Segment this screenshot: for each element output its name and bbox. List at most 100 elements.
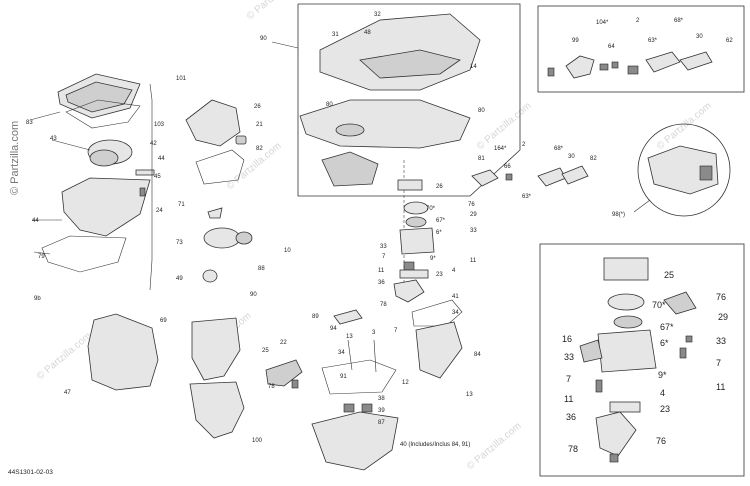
watermark: © Partzilla.com: [35, 331, 94, 383]
d-part-16: [579, 339, 603, 363]
d-part-6: [597, 329, 657, 373]
callout-33: 33: [380, 244, 387, 250]
d-part-29: [663, 291, 697, 315]
clamp: [235, 135, 247, 145]
callout-87: 87: [378, 420, 385, 426]
callout-48: 48: [364, 30, 371, 36]
housing-73: [203, 227, 241, 249]
callout-44b: 44: [32, 218, 39, 224]
callout-4: 4: [452, 268, 456, 274]
callout-39: 39: [378, 408, 385, 414]
callout-9: 9*: [430, 256, 436, 262]
callout-99: 99: [572, 38, 579, 44]
d-callout-67: 67*: [660, 322, 674, 332]
deck-pan: [299, 99, 471, 149]
callout-24: 24: [156, 208, 163, 214]
duct-gasket: [195, 149, 245, 185]
callout-68: 68*: [674, 18, 684, 24]
d-part-78: [609, 453, 619, 463]
callout-91: 91: [340, 374, 347, 380]
part-78: [291, 379, 299, 389]
part-68: [645, 51, 681, 73]
d-callout-4: 4: [660, 388, 665, 398]
callout-79: 79: [38, 254, 45, 260]
callout-62: 62: [726, 38, 733, 44]
callout-49: 49: [176, 276, 183, 282]
deck-gasket-80: [321, 151, 379, 187]
callout-13: 13: [466, 392, 473, 398]
callout-69: 69: [160, 318, 167, 324]
callout-25: 25: [262, 348, 269, 354]
callout-26: 26: [254, 104, 261, 110]
cover-seal: [65, 99, 141, 129]
callout-83: 83: [26, 120, 33, 126]
part-100-bin: [189, 381, 245, 439]
callout-66: 66: [504, 164, 511, 170]
part-63: [627, 65, 639, 75]
callout-7: 7: [382, 254, 386, 260]
part-62: [679, 51, 713, 71]
callout-2b: 2: [522, 142, 526, 148]
small-cap: [207, 207, 223, 219]
callout-23: 23: [436, 272, 443, 278]
base-seal: [41, 235, 127, 273]
d-part-67: [613, 315, 643, 329]
part-91-gasket: [321, 359, 397, 395]
detail-stack: [579, 257, 697, 463]
callout-104: 104*: [596, 20, 609, 26]
part-67: [405, 216, 427, 228]
callout-94: 94: [330, 326, 337, 332]
callout-14: 14: [470, 64, 477, 70]
d-part-7b: [679, 347, 687, 359]
detail-cable-parts: [547, 51, 713, 79]
deck-opening: [335, 123, 365, 137]
deck-cover: [299, 13, 481, 187]
storage-bins: [87, 313, 303, 439]
d-part-23: [609, 401, 641, 413]
d-callout-36: 36: [566, 412, 576, 422]
d-callout-6: 6*: [660, 338, 669, 348]
part-68b: [537, 167, 567, 187]
callout-90: 90: [250, 292, 257, 298]
part-13: [415, 321, 463, 379]
callout-38: 38: [378, 396, 385, 402]
callout-98: 98(*): [612, 212, 625, 218]
d-callout-25: 25: [664, 270, 674, 280]
callout-78b: 78: [268, 384, 275, 390]
callout-73: 73: [176, 240, 183, 246]
watermark: © Partzilla.com: [225, 141, 284, 193]
callout-2: 2: [636, 18, 640, 24]
d-part-33: [685, 335, 693, 343]
callout-64: 64: [608, 44, 615, 50]
part-104: [565, 55, 595, 79]
cable-row: [471, 165, 589, 187]
part-36: [393, 279, 425, 303]
callout-36: 36: [378, 280, 385, 286]
part-9: [403, 261, 415, 271]
callout-63b: 63*: [522, 194, 532, 200]
callout-82b: 82: [590, 156, 597, 162]
callout-43: 43: [50, 136, 57, 142]
callout-33b: 33: [470, 228, 477, 234]
d-callout-70: 70*: [652, 300, 666, 310]
callout-78: 78: [380, 302, 387, 308]
callout-80b: 80: [478, 108, 485, 114]
callout-34b: 34: [338, 350, 345, 356]
callout-103: 103: [154, 122, 165, 128]
lower-assembly: [311, 309, 399, 471]
callout-82: 82: [256, 146, 263, 152]
part-2: [611, 61, 619, 69]
callout-45: 45: [154, 174, 161, 180]
callout-10: 10: [284, 248, 291, 254]
callout-70: 70*: [426, 206, 436, 212]
d-part-7: [595, 379, 603, 393]
part-70: [403, 201, 429, 215]
d-callout-78: 78: [568, 444, 578, 454]
callout-100: 100: [252, 438, 263, 444]
callout-68b: 68*: [554, 146, 564, 152]
callout-29: 29: [470, 212, 477, 218]
callout-63: 63*: [648, 38, 658, 44]
watermark-vertical: © Partzilla.com: [9, 121, 21, 195]
